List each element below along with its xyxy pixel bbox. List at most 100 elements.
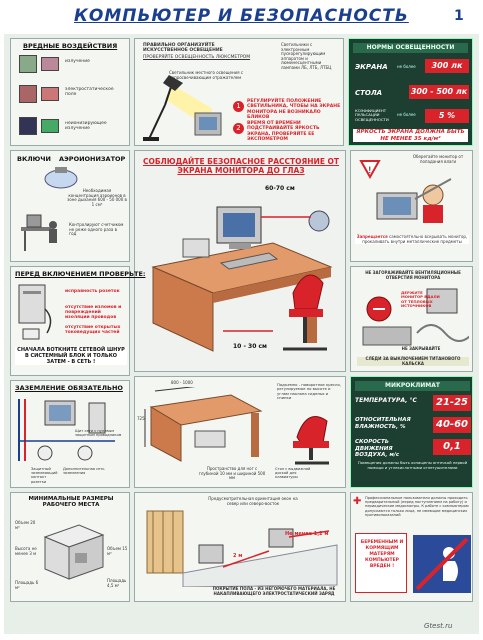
micro-value-temp: 21-25 <box>433 395 471 411</box>
no-pregnant-icon <box>413 535 471 593</box>
check-title: ПЕРЕД ВКЛЮЧЕНИЕМ ПРОВЕРЬТЕ: <box>15 270 146 278</box>
knee-distance-label: 10 - 30 см <box>233 343 267 350</box>
health-panel: ✚ Профессиональные пользователи должны п… <box>350 492 473 602</box>
norm-note-pulse: не более <box>397 112 416 117</box>
lighting-title: ПРАВИЛЬНО ОРГАНИЗУЙТЕ ИСКУССТВЕННОЕ ОСВЕ… <box>143 43 223 54</box>
harmful-item-3: неионизирующее излучение <box>65 121 107 132</box>
room-distance-2: 2 м <box>233 553 243 559</box>
step1-badge: 1 <box>233 101 244 112</box>
microclimate-footer: Помещения должны быть оснащены аптечкой … <box>357 460 468 470</box>
eye-distance-label: 60-70 см <box>265 185 295 192</box>
norms-footer: ЯРКОСТЬ ЭКРАНА ДОЛЖНА БЫТЬ НЕ МЕНЕЕ 35 к… <box>353 129 468 142</box>
room-panel: Предусмотрительная ориентация окон на се… <box>134 492 346 602</box>
harmful-effects-panel: ВРЕДНЫЕ ВОЗДЕЙСТВИЯ излучение электроста… <box>10 38 130 146</box>
norm-value-table: 300 - 500 лк <box>409 85 469 99</box>
microclimate-panel: МИКРОКЛИМАТ ТЕМПЕРАТУРА, °С 21-25 ОТНОСИ… <box>350 376 473 488</box>
screen-icon <box>19 117 37 135</box>
pregnancy-warning: БЕРЕМЕННЫМ И КОРМЯЩИМ МАТЕРЯМ КОМПЬЮТЕР … <box>360 540 404 569</box>
heat-source-illustration <box>362 288 469 346</box>
harmful-item-1: излучение <box>65 59 90 64</box>
office-chair-icon <box>293 416 329 465</box>
distance-title: СОБЛЮДАЙТЕ БЕЗОПАСНОЕ РАССТОЯНИЕ ОТ ЭКРА… <box>142 157 340 175</box>
pregnancy-warning-box: БЕРЕМЕННЫМ И КОРМЯЩИМ МАТЕРЯМ КОМПЬЮТЕР … <box>355 533 407 593</box>
aeroionizer-panel: ВКЛЮЧИ АЭРОИОНИЗАТОР Необходимая концент… <box>10 150 130 262</box>
min-sizes-panel: МИНИМАЛЬНЫЕ РАЗМЕРЫ РАБОЧЕГО МЕСТА Объем… <box>10 492 130 602</box>
moisture-warning-illustration: ! <box>359 160 452 223</box>
static-icon <box>41 87 59 101</box>
lamp-note: Светильник местного освещения с непросве… <box>169 70 244 80</box>
grounding-note-2: Дополнительная сеть заземления <box>63 467 105 476</box>
size-note-height: Высота не менее 3 м <box>15 546 37 556</box>
furniture-dim-top: 800 - 1000 <box>171 380 193 385</box>
lighting-step1: РЕГУЛИРУЙТЕ ПОЛОЖЕНИЕ СВЕТИЛЬНИКА, ЧТОБЫ… <box>247 99 341 121</box>
aeroionizer-note2: Контролируют счетчиком не реже одного ра… <box>69 222 124 237</box>
field-icon <box>19 85 37 103</box>
page-number: 1 <box>454 8 464 24</box>
vent-title: НЕ ЗАГОРАЖИВАЙТЕ ВЕНТИЛЯЦИОННЫЕ ОТВЕРСТИ… <box>365 270 461 280</box>
chair-note: Подъемно - поворотное кресло, регулируем… <box>277 382 342 401</box>
norm-value-pulse: 5 % <box>425 109 469 123</box>
keyboard-shelf-note: Стол с выдвижной доской для клавиатуры <box>275 467 311 480</box>
vent-note: ДЕРЖИТЕ МОНИТОР ВДАЛИ ОТ ТЕПЛОВЫХ ИСТОЧН… <box>401 290 440 309</box>
lighting-panel: ПРАВИЛЬНО ОРГАНИЗУЙТЕ ИСКУССТВЕННОЕ ОСВЕ… <box>134 38 344 146</box>
room-diagram <box>43 524 105 580</box>
furniture-dim-height: 725 <box>137 416 145 421</box>
lighting-subtitle: ПРОВЕРЯЙТЕ ОСВЕЩЕННОСТЬ ЛЮКСМЕТРОМ <box>143 55 251 60</box>
aeroionizer-note: Необходимая концентрация аэроионов в зон… <box>67 188 127 207</box>
lamps-note: Светильники с электронным пускорегулирую… <box>281 42 332 70</box>
monitor-icon <box>19 55 37 73</box>
norm-note-screen: не более <box>397 64 416 69</box>
aeroionizer-title-b: АЭРОИОНИЗАТОР <box>59 155 126 163</box>
size-note-area: Площадь 6 м² <box>15 580 39 590</box>
norm-label-pulse: КОЭФФИЦИЕНТ ПУЛЬСАЦИИ ОСВЕЩЕННОСТИ <box>355 108 389 122</box>
furniture-bottom-note: Пространство для ног с глубиной 10 мм и … <box>198 466 266 481</box>
workstation-illustration <box>151 206 333 352</box>
check-panel: ПЕРЕД ВКЛЮЧЕНИЕМ ПРОВЕРЬТЕ: исправность … <box>10 266 146 376</box>
poster-title: КОМПЬЮТЕР И БЕЗОПАСНОСТЬ <box>74 6 409 26</box>
norm-label-screen: ЭКРАНА <box>355 63 388 71</box>
office-room-illustration <box>146 510 338 587</box>
grounding-diagram <box>18 399 115 461</box>
norm-label-table: СТОЛА <box>355 89 383 97</box>
micro-value-humidity: 40-60 <box>433 417 471 433</box>
desk-dimensions-diagram <box>144 387 263 462</box>
vent-panel: НЕ ЗАГОРАЖИВАЙТЕ ВЕНТИЛЯЦИОННЫЕ ОТВЕРСТИ… <box>350 266 473 372</box>
radiation-icon <box>41 57 59 71</box>
lighting-norms-panel: НОРМЫ ОСВЕЩЕННОСТИ ЭКРАНА не более 300 л… <box>348 38 473 146</box>
micro-value-air: 0,1 <box>433 439 471 455</box>
check-item-3: отсутствие открытых токоведущих частей <box>65 325 121 335</box>
health-text: Профессиональные пользователи должны про… <box>365 496 469 517</box>
desk-lamp-icon <box>143 75 222 141</box>
size-note-volume: Объем 20 м³ <box>15 520 36 530</box>
norms-title: НОРМЫ ОСВЕЩЕННОСТИ <box>353 43 468 53</box>
check-item-1: исправность розеток <box>65 289 120 294</box>
micro-label-air: СКОРОСТЬ ДВИЖЕНИЯ ВОЗДУХА, м/с <box>355 439 400 458</box>
grounding-note-0: Щит сети с нулевым защитным проводником <box>75 429 122 438</box>
workplace-icon <box>21 214 57 251</box>
medical-cross-icon: ✚ <box>353 496 362 507</box>
forbidden-text: самостоятельно вскрывать монитор, прокал… <box>362 234 468 244</box>
micro-label-temp: ТЕМПЕРАТУРА, °С <box>355 397 417 404</box>
svg-text:!: ! <box>368 166 372 176</box>
harmful-effects-title: ВРЕДНЫЕ ВОЗДЕЙСТВИЯ <box>23 42 118 50</box>
furniture-panel: 800 - 1000 725 Пространство для ног с гл… <box>134 376 346 488</box>
room-distance-1: Не менее 1,2 м <box>285 531 329 537</box>
micro-label-humidity: ОТНОСИТЕЛЬНАЯ ВЛАЖНОСТЬ, % <box>355 417 411 430</box>
check-item-2: отсутствие изломов и повреждений изоляци… <box>65 305 122 320</box>
vent-caption-footer: НЕ ЗАКРЫВАЙТЕ <box>401 346 441 351</box>
microclimate-title: МИКРОКЛИМАТ <box>355 381 470 391</box>
distance-panel: СОБЛЮДАЙТЕ БЕЗОПАСНОЕ РАССТОЯНИЕ ОТ ЭКРА… <box>134 150 346 372</box>
wave-icon <box>41 119 59 133</box>
lighting-step2: ВРЕМЯ ОТ ВРЕМЕНИ ПОДСТРАИВАЙТЕ ЯРКОСТЬ Э… <box>247 121 320 143</box>
norm-value-screen: 300 лк <box>425 59 469 73</box>
size-note-volume2: Объем 15 м³ <box>107 546 128 556</box>
title-bar <box>4 4 479 34</box>
aeroionizer-title-a: ВКЛЮЧИ <box>17 155 51 163</box>
moisture-title: Оберегайте монитор от попадания влаги <box>412 154 464 164</box>
floor-note: ПОКРЫТИЕ ПОЛА - ИЗ НЕГОРЮЧЕГО МАТЕРИАЛА,… <box>212 586 336 596</box>
vent-caption: СЛЕДИ ЗА ВЫКЛЮЧЕНИЕМ ТИТАНОВОГО КАЛЬСКА <box>357 356 469 367</box>
room-title: Предусмотрительная ориентация окон на се… <box>208 496 298 506</box>
check-bottom-note: СНАЧАЛА ВОТКНИТЕ СЕТЕВОЙ ШНУР В СИСТЕМНЫ… <box>15 347 127 365</box>
ionizer-icon <box>44 167 78 189</box>
forbidden-note: Запрещается самостоятельно вскрывать мон… <box>355 234 469 245</box>
